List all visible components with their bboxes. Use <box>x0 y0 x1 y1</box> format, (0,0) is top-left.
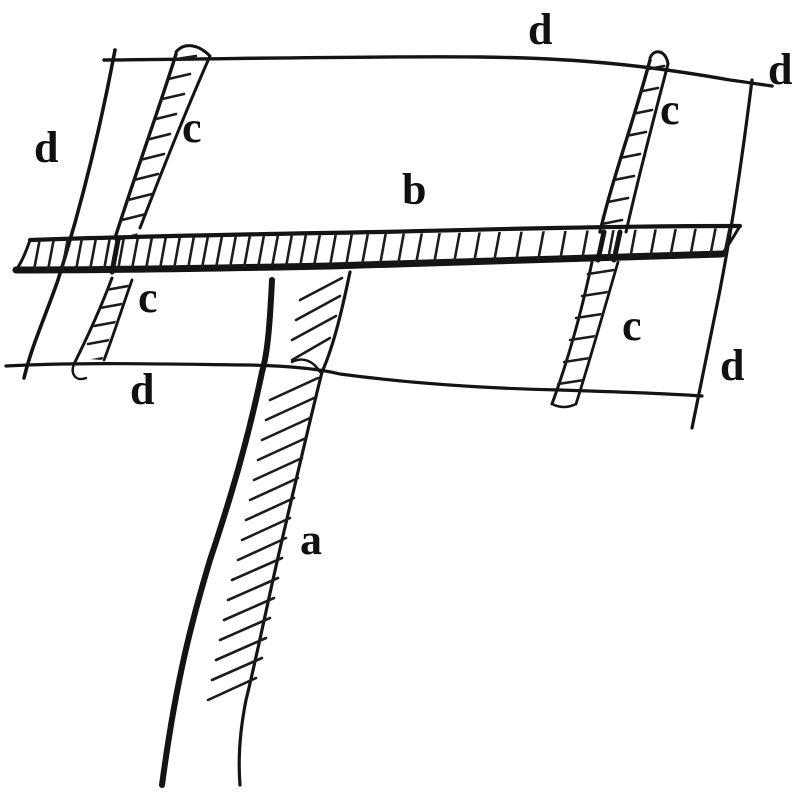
label-a: a <box>300 515 322 564</box>
label-b: b <box>402 165 426 214</box>
labels: d d d d d c c c c b a <box>34 5 792 564</box>
post-right-edge <box>237 270 352 787</box>
label-c-top-right: c <box>660 85 680 134</box>
frame-lines <box>4 48 774 430</box>
label-c-top-left: c <box>182 103 202 152</box>
label-c-lower-left: c <box>138 273 158 322</box>
post-left-edge <box>159 277 275 788</box>
frame-left-line <box>22 48 117 380</box>
post <box>159 270 352 788</box>
frame-bottom-line <box>4 362 704 398</box>
label-d-left: d <box>34 123 58 172</box>
label-d-top-right: d <box>768 45 792 94</box>
label-d-top: d <box>528 5 552 54</box>
upright-right <box>550 50 670 409</box>
label-d-right: d <box>720 341 744 390</box>
upright-left <box>71 44 212 381</box>
label-d-bottom: d <box>130 365 154 414</box>
frame-top-line <box>102 55 774 88</box>
label-c-lower-right: c <box>622 301 642 350</box>
beam-top-edge <box>27 223 743 243</box>
beam <box>12 223 743 275</box>
frame-right-line <box>690 78 754 430</box>
